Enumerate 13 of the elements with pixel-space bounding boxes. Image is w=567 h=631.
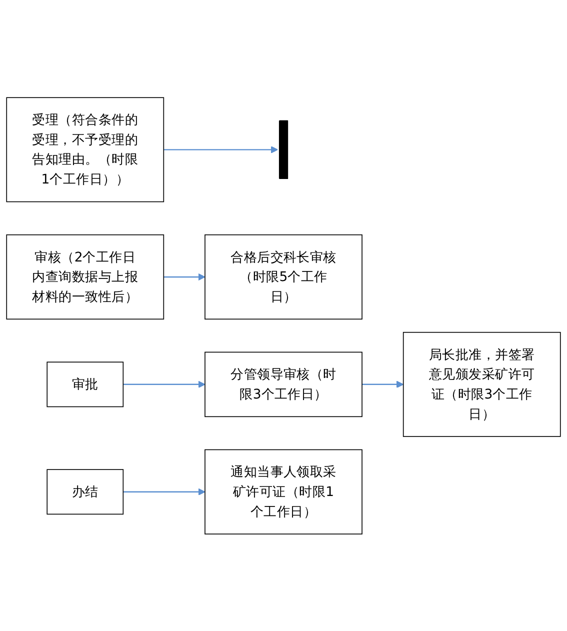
arrow xyxy=(123,380,206,388)
arrow xyxy=(123,488,206,496)
node-box: 局长批准，并签署意见颁发采矿许可证（时限3个工作日） xyxy=(402,332,561,437)
node-box: 合格后交科长审核（时限5个工作日） xyxy=(204,234,362,320)
node-box: 分管领导审核（时限3个工作日） xyxy=(204,351,362,417)
node-box: 审批 xyxy=(46,361,124,407)
node-box: 受理（符合条件的受理，不予受理的告知理由。（时限1个工作日）） xyxy=(6,96,164,202)
arrow xyxy=(164,146,278,153)
arrow xyxy=(362,380,404,388)
node-box: 审核（2个工作日内查询数据与上报材料的一致性后） xyxy=(6,234,164,320)
arrow xyxy=(164,273,206,280)
node-box: 办结 xyxy=(46,468,124,514)
node-box: 通知当事人领取采矿许可证（时限1个工作日） xyxy=(204,448,362,534)
